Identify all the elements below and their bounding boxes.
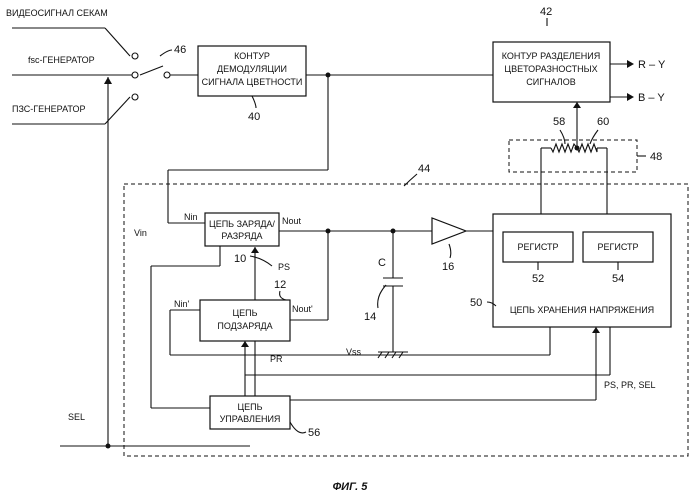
charge-discharge-block xyxy=(205,213,279,246)
ref-50: 50 xyxy=(470,297,482,309)
separation-line-1: КОНТУР РАЗДЕЛЕНИЯ xyxy=(502,51,601,61)
resistor-60 xyxy=(577,144,597,152)
demod-line-2: ДЕМОДУЛЯЦИИ xyxy=(217,64,287,74)
ref-58: 58 xyxy=(553,116,565,128)
control-line-1: ЦЕПЬ xyxy=(237,402,262,412)
pin-vin: Vin xyxy=(134,228,147,238)
register-a-label: РЕГИСТР xyxy=(517,242,558,252)
ref-60: 60 xyxy=(597,116,609,128)
pin-nout: Nout xyxy=(282,216,302,226)
signal-pr: PR xyxy=(270,354,283,364)
demod-line-1: КОНТУР xyxy=(234,51,270,61)
subcharge-line-2: ПОДЗАРЯДА xyxy=(217,321,272,331)
capacitor-c xyxy=(383,278,403,286)
ref-46: 46 xyxy=(174,44,186,56)
ref-56: 56 xyxy=(308,427,320,439)
input-pzs-label: ПЗС-ГЕНЕРАТОР xyxy=(12,104,85,114)
output-ry: R – Y xyxy=(638,59,666,71)
separation-line-3: СИГНАЛОВ xyxy=(526,77,575,87)
resistor-enclosure-48 xyxy=(509,140,637,172)
signal-ps-pr-sel: PS, PR, SEL xyxy=(604,380,656,390)
pin-nin-prime: Nin' xyxy=(174,299,190,309)
resistor-58 xyxy=(551,144,577,152)
ref-10: 10 xyxy=(234,253,246,265)
ref-42: 42 xyxy=(540,6,552,18)
ref-44: 44 xyxy=(418,163,430,175)
charge-line-1: ЦЕПЬ ЗАРЯДА/ xyxy=(209,219,275,229)
subcharge-line-1: ЦЕПЬ xyxy=(232,308,257,318)
signal-ps: PS xyxy=(278,262,290,272)
register-b-label: РЕГИСТР xyxy=(597,242,638,252)
switch-46 xyxy=(132,53,170,100)
pin-nout-prime: Nout' xyxy=(292,304,313,314)
pin-vss: Vss xyxy=(346,347,362,357)
ref-12: 12 xyxy=(274,279,286,291)
separation-line-2: ЦВЕТОРАЗНОСТНЫХ xyxy=(504,64,597,74)
output-by: B – Y xyxy=(638,92,665,104)
ref-48: 48 xyxy=(650,151,662,163)
ref-14: 14 xyxy=(364,311,376,323)
control-block xyxy=(210,396,290,429)
input-fsc-label: fsc-ГЕНЕРАТОР xyxy=(28,55,95,65)
ref-52: 52 xyxy=(532,273,544,285)
ref-54: 54 xyxy=(612,273,624,285)
charge-line-2: РАЗРЯДА xyxy=(221,231,262,241)
demod-line-3: СИГНАЛА ЦВЕТНОСТИ xyxy=(202,77,303,87)
amplifier-16 xyxy=(432,218,466,244)
pin-c: C xyxy=(378,257,386,269)
ref-16: 16 xyxy=(442,261,454,273)
control-line-2: УПРАВЛЕНИЯ xyxy=(220,414,281,424)
input-secam-label: ВИДЕОСИГНАЛ СЕКАМ xyxy=(6,8,108,18)
storage-label: ЦЕПЬ ХРАНЕНИЯ НАПРЯЖЕНИЯ xyxy=(510,305,654,315)
pin-nin: Nin xyxy=(184,212,198,222)
figure-caption: ФИГ. 5 xyxy=(333,481,369,493)
ref-40: 40 xyxy=(248,111,260,123)
signal-sel: SEL xyxy=(68,412,85,422)
